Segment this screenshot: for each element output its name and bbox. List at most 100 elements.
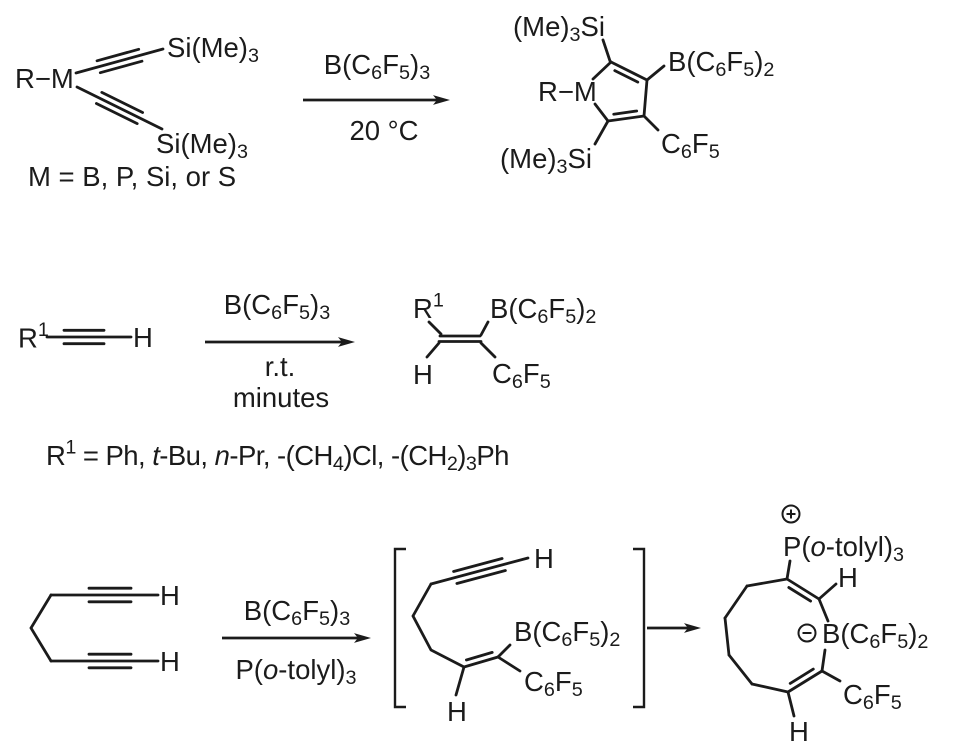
ring-bond-c7-c8 [723,584,749,620]
ring-bond-c2-c3 [609,60,649,82]
bond-c-c6f5 [496,655,522,673]
bond-c2-c6f5 [479,341,497,359]
bond-upper-alkyne-par2 [98,59,144,75]
arrow-head [684,623,701,633]
bond-lower-alkyne-par2 [95,102,139,125]
arrow-head [354,633,371,643]
scheme2-reactant-terminal-alkyne: R1 H [18,319,153,354]
substituent-label-c6f5: C6F5 [524,666,583,701]
substituent-label-phosphonium: P(o-tolyl)3 [783,531,904,566]
substituent-label-tms-top: (Me)3Si [513,11,605,46]
right-bracket [633,547,646,709]
bond-alkyne-par1 [452,557,504,573]
bond-vinyl-main [462,655,500,669]
substituent-label-c6f5: C6F5 [843,679,902,714]
bond-alkyne-main [429,556,530,586]
ring-bond-c4-c5-inner [612,109,639,116]
bond-lower-alkyne-par1 [100,91,145,114]
ring-bond-c3-c4 [642,78,649,118]
condition-below-2: minutes [233,382,329,413]
bond-c2-boryl [479,320,490,337]
bond-c3-c6f5 [820,669,842,683]
bond-c5-si-bottom [593,119,610,146]
condition-above: B(C6F5)3 [224,289,330,324]
ring-bond-m-c2 [591,60,613,81]
condition-above: B(C6F5)3 [324,49,430,84]
left-bracket [393,547,406,709]
bond-chain [411,582,466,669]
ring-bond-c4-c5 [750,682,790,694]
substituent-label-boryl: B(C6F5)2 [514,616,620,651]
condition-below-1: r.t. [265,351,296,382]
scheme1-reactant-bis-alkynyl: R−M Si(Me)3 Si(Me)3 [15,32,259,163]
scheme1-reaction-arrow: B(C6F5)3 20 °C [303,49,450,146]
bond-chain-left [29,593,53,663]
ring-bond-c2-c3-inner [613,69,640,84]
scheme1-product-metallole: (Me)3Si R−M B(C6F5)2 C6F5 (Me)3Si [500,11,774,178]
substituent-label-tms-bottom: (Me)3Si [500,143,592,178]
ring-bond-c5-c6 [727,653,754,686]
scheme3-product-boracycle: P(o-tolyl)3 H B(C6F5)2 C6F5 [723,504,928,747]
substituent-label-tms-upper: Si(Me)3 [167,32,259,67]
bond-c1-h [425,341,441,359]
bond-c4-h [786,690,796,718]
bond-c-boryl [496,643,512,659]
substituent-label-boryl: B(C6F5)2 [668,46,774,81]
atom-label-h-vinyl: H [447,696,467,727]
ring-bond-c1-c2 [785,577,821,601]
scheme3-reaction-arrow: B(C6F5)3 P(o-tolyl)3 [222,595,371,689]
scheme2-product-alkenylborane: R1 H B(C6F5)2 C6F5 [413,289,596,393]
condition-above: B(C6F5)3 [244,595,350,630]
ring-bond-c8-c1 [745,577,789,588]
atom-label-r-m-ring: R−M [538,76,597,107]
arrow-head [433,95,450,105]
ring-bond-c3-c4 [786,669,824,694]
scheme-2: R1 H B(C6F5)3 r.t. minutes R1 H B(C6F5)2… [18,289,596,475]
ring-bond-c3-c4-inner [788,667,815,685]
scheme1-note-m-definition: M = B, P, Si, or S [28,161,236,192]
condition-below: P(o-tolyl)3 [235,654,356,689]
bond-c4-c6f5 [642,114,660,132]
substituent-label-c6f5: C6F5 [661,128,720,163]
condition-below: 20 °C [349,115,418,146]
ring-bond-c2-b [817,597,830,623]
scheme-1: R−M Si(Me)3 Si(Me)3 B(C6F5)3 20 °C (Me)3… [15,11,774,192]
scheme-3: H H B(C6F5)3 P(o-tolyl)3 H [29,504,928,747]
atom-label-r1: R1 [18,319,49,354]
atom-label-h-alkyne: H [534,543,554,574]
bond-lower-alkyne-main [75,85,164,131]
atom-label-r-m: R−M [15,63,74,94]
bond-upper-alkyne-main [74,47,165,75]
ring-bond-c4-c5 [606,114,646,123]
atom-label-h-bottom: H [160,646,180,677]
substituent-label-c6f5: C6F5 [492,358,551,393]
scheme3-intermediate-bracketed: H B(C6F5)2 C6F5 H [393,543,646,727]
atom-label-h-top: H [838,562,858,593]
substituent-label-r1: R1 [413,289,444,324]
scheme2-note-r1-definition: R1 = Ph, t-Bu, n-Pr, -(CH4)Cl, -(CH2)3Ph [46,436,509,475]
ring-bond-b-c3 [820,648,827,673]
atom-label-h: H [413,359,433,390]
bond-c3-boryl [645,64,666,82]
bond-vinyl-second [464,651,494,662]
bond-c1-r1 [427,320,443,336]
scheme2-reaction-arrow: B(C6F5)3 r.t. minutes [205,289,355,413]
atom-label-borate: B(C6F5)2 [822,618,928,653]
atom-label-h-top: H [160,580,180,611]
bond-ch-h [454,665,466,697]
bond-upper-alkyne-par1 [95,47,141,63]
plus-charge-icon [781,504,801,524]
substituent-label-tms-lower: Si(Me)3 [156,128,248,163]
scheme3-second-arrow [647,623,701,633]
minus-charge-icon [797,623,817,643]
substituent-label-boryl: B(C6F5)2 [490,293,596,328]
atom-label-h: H [133,322,153,353]
bond-alkyne-par2 [455,569,507,585]
ring-bond-c5-m [593,102,610,123]
atom-label-h-bottom: H [789,716,809,747]
ring-bond-c6-c7 [723,616,731,657]
arrow-head [338,337,355,347]
ring-bond-c1-c2-inner [787,586,812,603]
scheme3-reactant-diyne: H H [29,580,180,677]
